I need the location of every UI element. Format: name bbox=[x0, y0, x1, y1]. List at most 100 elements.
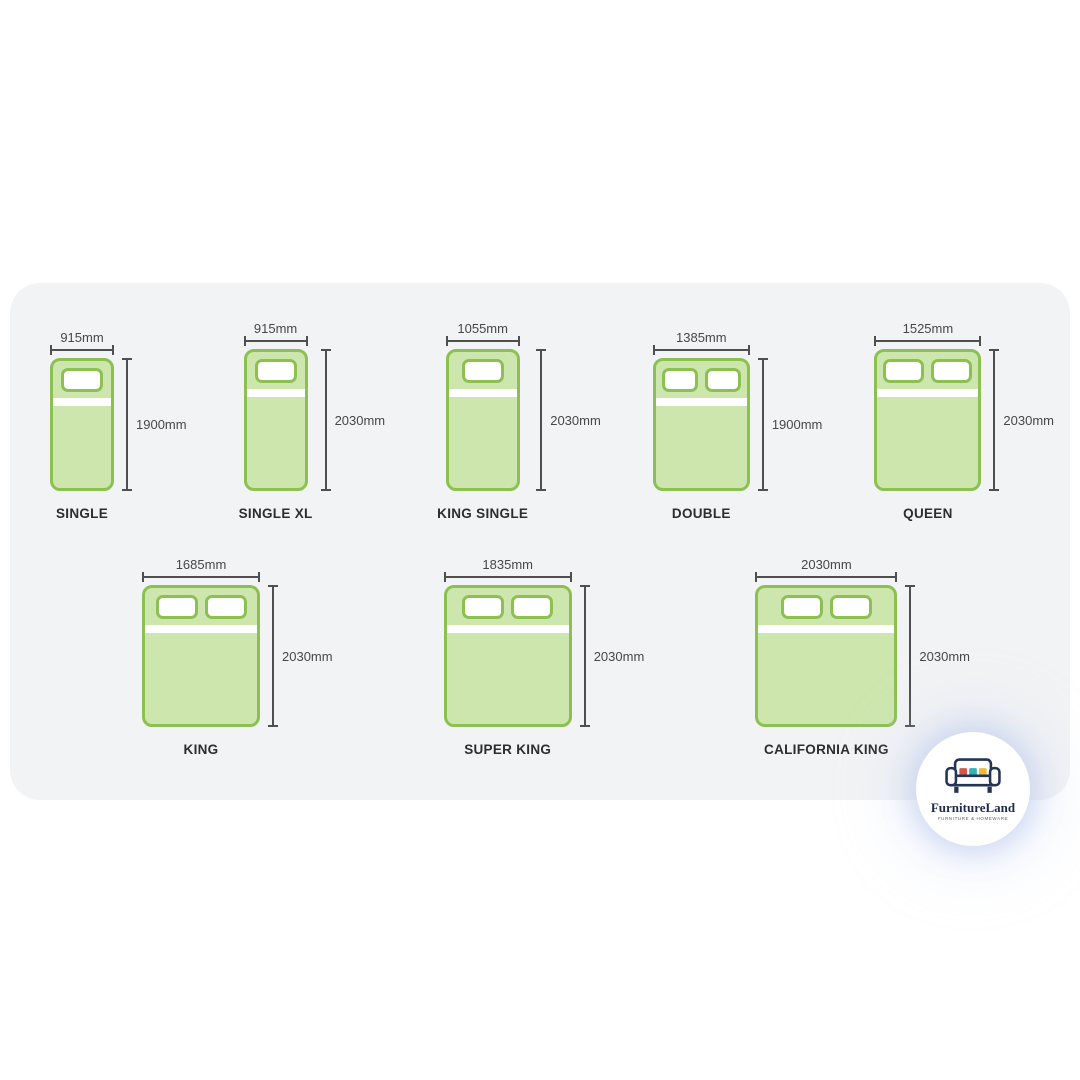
bed-graphic bbox=[50, 358, 114, 491]
sheet-stripe bbox=[145, 625, 257, 633]
bed-size-name: SINGLE bbox=[55, 506, 109, 521]
pillow-row bbox=[247, 352, 305, 383]
bed-figure-king-single: 1055mm 2030mm KING SINGLE bbox=[437, 321, 601, 521]
bed-figure-single-xl: 915mm 2030mm SINGLE XL bbox=[239, 321, 386, 521]
bed-size-name: DOUBLE bbox=[671, 506, 731, 521]
width-dimension-label: 1835mm bbox=[482, 557, 533, 572]
bed-figure-super-king: 1835mm 2030mm SUPER KING bbox=[443, 557, 645, 757]
furnitureland-logo: FurnitureLand furniture & homeware bbox=[916, 732, 1030, 846]
width-dimension: 1385mm bbox=[652, 330, 750, 355]
bed-graphic bbox=[445, 349, 520, 491]
width-dimension: 1525mm bbox=[874, 321, 982, 346]
width-dimension-label: 915mm bbox=[253, 321, 298, 336]
width-dimension-label: 1385mm bbox=[676, 330, 727, 345]
pillow bbox=[511, 595, 554, 619]
width-dimension-line bbox=[445, 336, 520, 346]
width-dimension-label: 1525mm bbox=[902, 321, 954, 336]
bed-size-name: CALIFORNIA KING bbox=[764, 742, 889, 757]
bed-figure-california-king: 2030mm 2030mm CALIFORNIA KING bbox=[755, 557, 970, 757]
length-dimension: 1900mm bbox=[122, 358, 187, 491]
bed-row-bottom: 1685mm 2030mm KING 1835mm 2030mm SUPER K… bbox=[50, 557, 1054, 757]
bed-figure-single: 915mm 1900mm SINGLE bbox=[50, 330, 187, 521]
length-dimension-line bbox=[989, 349, 1000, 491]
pillow-row bbox=[447, 588, 569, 619]
width-dimension-label: 915mm bbox=[60, 330, 104, 345]
width-dimension-label: 1685mm bbox=[175, 557, 227, 572]
bed-graphic bbox=[443, 585, 572, 727]
bed-size-name: SINGLE XL bbox=[238, 506, 313, 521]
length-dimension: 2030mm bbox=[579, 585, 645, 727]
sheet-stripe bbox=[877, 389, 979, 397]
pillow-row bbox=[758, 588, 894, 619]
bed-graphic bbox=[652, 358, 750, 491]
pillow bbox=[461, 359, 504, 383]
pillow bbox=[204, 595, 247, 619]
width-dimension-line bbox=[243, 336, 308, 346]
length-dimension-label: 2030mm bbox=[919, 648, 970, 664]
bed-figure-double: 1385mm 1900mm DOUBLE bbox=[652, 330, 823, 521]
length-dimension-line bbox=[320, 349, 331, 491]
bed-graphic bbox=[142, 585, 260, 727]
brand-name: FurnitureLand bbox=[930, 800, 1016, 815]
pillow-row bbox=[53, 361, 111, 392]
length-dimension-label: 2030mm bbox=[1003, 412, 1054, 428]
width-dimension-line bbox=[652, 345, 750, 355]
sofa-icon bbox=[945, 758, 1001, 793]
width-dimension-label: 2030mm bbox=[801, 557, 852, 572]
pillow bbox=[780, 595, 823, 619]
width-dimension: 1835mm bbox=[443, 557, 572, 582]
length-dimension-label: 2030mm bbox=[334, 412, 386, 428]
length-dimension-line bbox=[757, 358, 768, 491]
length-dimension: 2030mm bbox=[320, 349, 386, 491]
width-dimension-line bbox=[874, 336, 982, 346]
pillow-row bbox=[449, 352, 517, 383]
length-dimension-label: 2030mm bbox=[593, 648, 645, 664]
width-dimension-line bbox=[443, 572, 572, 582]
length-dimension-label: 1900mm bbox=[136, 417, 187, 432]
length-dimension: 2030mm bbox=[536, 349, 601, 491]
width-dimension: 915mm bbox=[50, 330, 114, 355]
bed-size-name: QUEEN bbox=[903, 506, 953, 521]
length-dimension: 2030mm bbox=[989, 349, 1054, 491]
width-dimension: 1055mm bbox=[445, 321, 520, 346]
pillow-row bbox=[145, 588, 257, 619]
length-dimension: 1900mm bbox=[757, 358, 823, 491]
width-dimension-label: 1055mm bbox=[457, 321, 508, 336]
pillow bbox=[462, 595, 505, 619]
pillow-row bbox=[877, 352, 978, 383]
brand-tagline: furniture & homeware bbox=[937, 816, 1009, 821]
bed-size-name: SUPER KING bbox=[464, 742, 552, 757]
bed-size-name: KING bbox=[183, 742, 219, 757]
sheet-stripe bbox=[655, 398, 747, 406]
pillow bbox=[883, 359, 925, 383]
bed-row-top: 915mm 1900mm SINGLE 915mm 2030mm SINGLE … bbox=[50, 321, 1054, 521]
width-dimension: 2030mm bbox=[755, 557, 898, 582]
bed-graphic bbox=[874, 349, 982, 491]
pillow-row bbox=[656, 361, 747, 392]
pillow bbox=[931, 359, 973, 383]
width-dimension-line bbox=[142, 572, 260, 582]
length-dimension-label: 2030mm bbox=[282, 648, 333, 664]
pillow bbox=[61, 368, 103, 392]
bed-figure-king: 1685mm 2030mm KING bbox=[142, 557, 333, 757]
length-dimension-line bbox=[122, 358, 132, 491]
bed-graphic bbox=[755, 585, 898, 727]
length-dimension-label: 1900mm bbox=[771, 417, 823, 432]
length-dimension-line bbox=[905, 585, 916, 727]
length-dimension: 2030mm bbox=[268, 585, 333, 727]
sheet-stripe bbox=[758, 625, 895, 633]
pillow bbox=[829, 595, 872, 619]
width-dimension: 915mm bbox=[243, 321, 308, 346]
bed-graphic bbox=[243, 349, 308, 491]
width-dimension-line bbox=[50, 345, 114, 355]
sheet-stripe bbox=[246, 389, 305, 397]
length-dimension-label: 2030mm bbox=[550, 412, 601, 428]
bed-size-name: KING SINGLE bbox=[437, 506, 529, 521]
length-dimension-line bbox=[579, 585, 590, 727]
sheet-stripe bbox=[446, 625, 569, 633]
pillow bbox=[704, 368, 741, 392]
pillow bbox=[254, 359, 297, 383]
length-dimension-line bbox=[536, 349, 547, 491]
bed-figure-queen: 1525mm 2030mm QUEEN bbox=[874, 321, 1054, 521]
